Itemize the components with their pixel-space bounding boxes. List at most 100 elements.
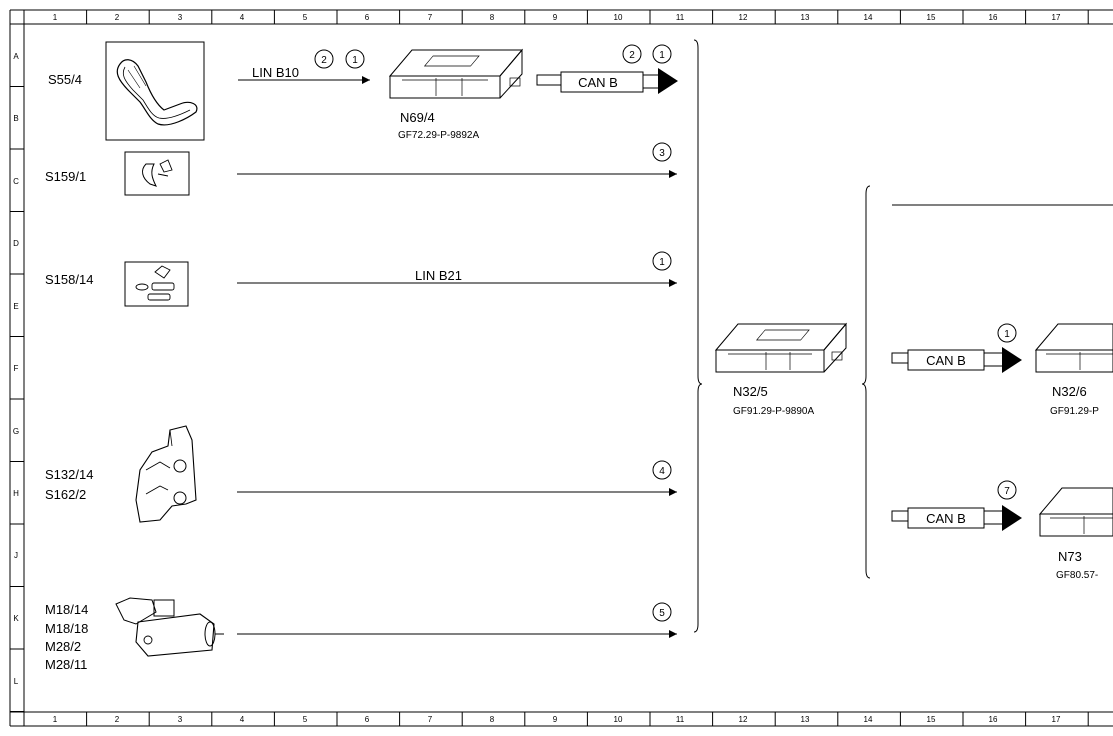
col-label: 3 [178,13,183,22]
col-label: 12 [739,715,748,724]
col-label: 6 [365,13,370,22]
col-label: 8 [490,13,495,22]
callout-circle [652,251,672,271]
label-n73: N73 [1058,549,1082,564]
control-unit-n32-5-icon [714,322,848,373]
col-label: 7 [428,13,433,22]
label-n32-5: N32/5 [733,384,768,399]
col-label: 16 [989,13,998,22]
can-b-connector-bottom [891,505,1022,531]
col-label: 7 [428,715,433,724]
callout-number: 2 [321,55,327,66]
label-s132-14: S132/14 [45,467,93,482]
col-label: 5 [303,13,308,22]
col-label: 4 [240,13,245,22]
callout-circle [345,49,365,69]
label-m28-2: M28/2 [45,639,81,654]
col-label: 15 [927,13,936,22]
seat-motor-icon [115,597,224,657]
col-label: 1 [53,715,58,724]
callout-number: 1 [659,257,665,268]
col-label: 5 [303,715,308,724]
callout-number: 3 [659,148,665,159]
bus-label-can-b-mid: CAN B [926,353,966,368]
callout-circle [652,44,672,64]
col-label: 2 [115,13,120,22]
callout-number: 1 [352,55,358,66]
ref-n32-6: GF91.29-P [1050,406,1099,417]
control-unit-n73-icon [1038,487,1113,537]
ref-n73: GF80.57- [1056,570,1098,581]
callout-number: 5 [659,608,665,619]
label-s55-4: S55/4 [48,72,82,87]
col-label: 12 [739,13,748,22]
grid-column-labels-bottom: 1 2 3 4 5 6 7 8 9 10 11 12 13 14 15 16 1… [53,715,1061,724]
col-label: 14 [864,715,873,724]
col-label: 11 [676,13,685,22]
grid-row-labels: A B C D E F G H J K L [13,52,19,686]
label-n69-4: N69/4 [400,110,435,125]
col-label: 14 [864,13,873,22]
col-label: 8 [490,715,495,724]
can-b-connector-top [536,68,678,94]
col-label: 17 [1052,13,1061,22]
callout-number: 7 [1004,486,1010,497]
col-label: 16 [989,715,998,724]
col-label: 17 [1052,715,1061,724]
callout-number: 4 [659,466,665,477]
col-label: 13 [801,715,810,724]
bus-label-can-b-top: CAN B [578,75,618,90]
row-label: J [14,551,18,560]
callout-circle [314,49,334,69]
col-label: 4 [240,715,245,724]
row-label: H [13,489,19,498]
callout-circle [652,142,672,162]
col-label: 6 [365,715,370,724]
col-label: 2 [115,715,120,724]
grid-frame [9,9,1113,727]
ref-n69-4: GF72.29-P-9892A [398,130,479,141]
row-label: F [14,364,19,373]
callout-circle [622,44,642,64]
row-label: K [13,614,19,623]
seat-adjust-switch-icon [124,261,189,307]
label-m18-14: M18/14 [45,602,88,617]
row-label: L [14,677,19,686]
group-brace-right [861,185,871,579]
row-label: C [13,177,19,186]
col-label: 10 [614,715,623,724]
bus-label-lin-b10: LIN B10 [252,65,299,80]
callout-circle [652,602,672,622]
col-label: 11 [676,715,685,724]
col-label: 13 [801,13,810,22]
control-unit-n32-6-icon [1034,323,1113,373]
lock-switch-icon [135,425,197,523]
label-n32-6: N32/6 [1052,384,1087,399]
bus-label-lin-b21: LIN B21 [415,268,462,283]
row-label: E [13,302,18,311]
col-label: 1 [53,13,58,22]
bus-label-can-b-bottom: CAN B [926,511,966,526]
callout-number: 1 [1004,329,1010,340]
label-s159-1: S159/1 [45,169,86,184]
label-s158-14: S158/14 [45,272,93,287]
seat-memory-switch-icon [124,151,190,196]
col-label: 9 [553,13,558,22]
label-s162-2: S162/2 [45,487,86,502]
label-m18-18: M18/18 [45,621,88,636]
callout-circle [997,323,1017,343]
control-unit-n69-4-icon [388,48,524,99]
row-label: D [13,239,19,248]
callout-circle [652,460,672,480]
col-label: 3 [178,715,183,724]
group-brace-left [693,39,703,633]
grid-row-dividers [10,23,24,712]
grid-column-dividers [23,10,1089,726]
seat-switch-icon [105,41,205,141]
callout-circle [997,480,1017,500]
row-label: G [13,427,19,436]
col-label: 15 [927,715,936,724]
col-label: 10 [614,13,623,22]
callout-number: 1 [659,50,665,61]
